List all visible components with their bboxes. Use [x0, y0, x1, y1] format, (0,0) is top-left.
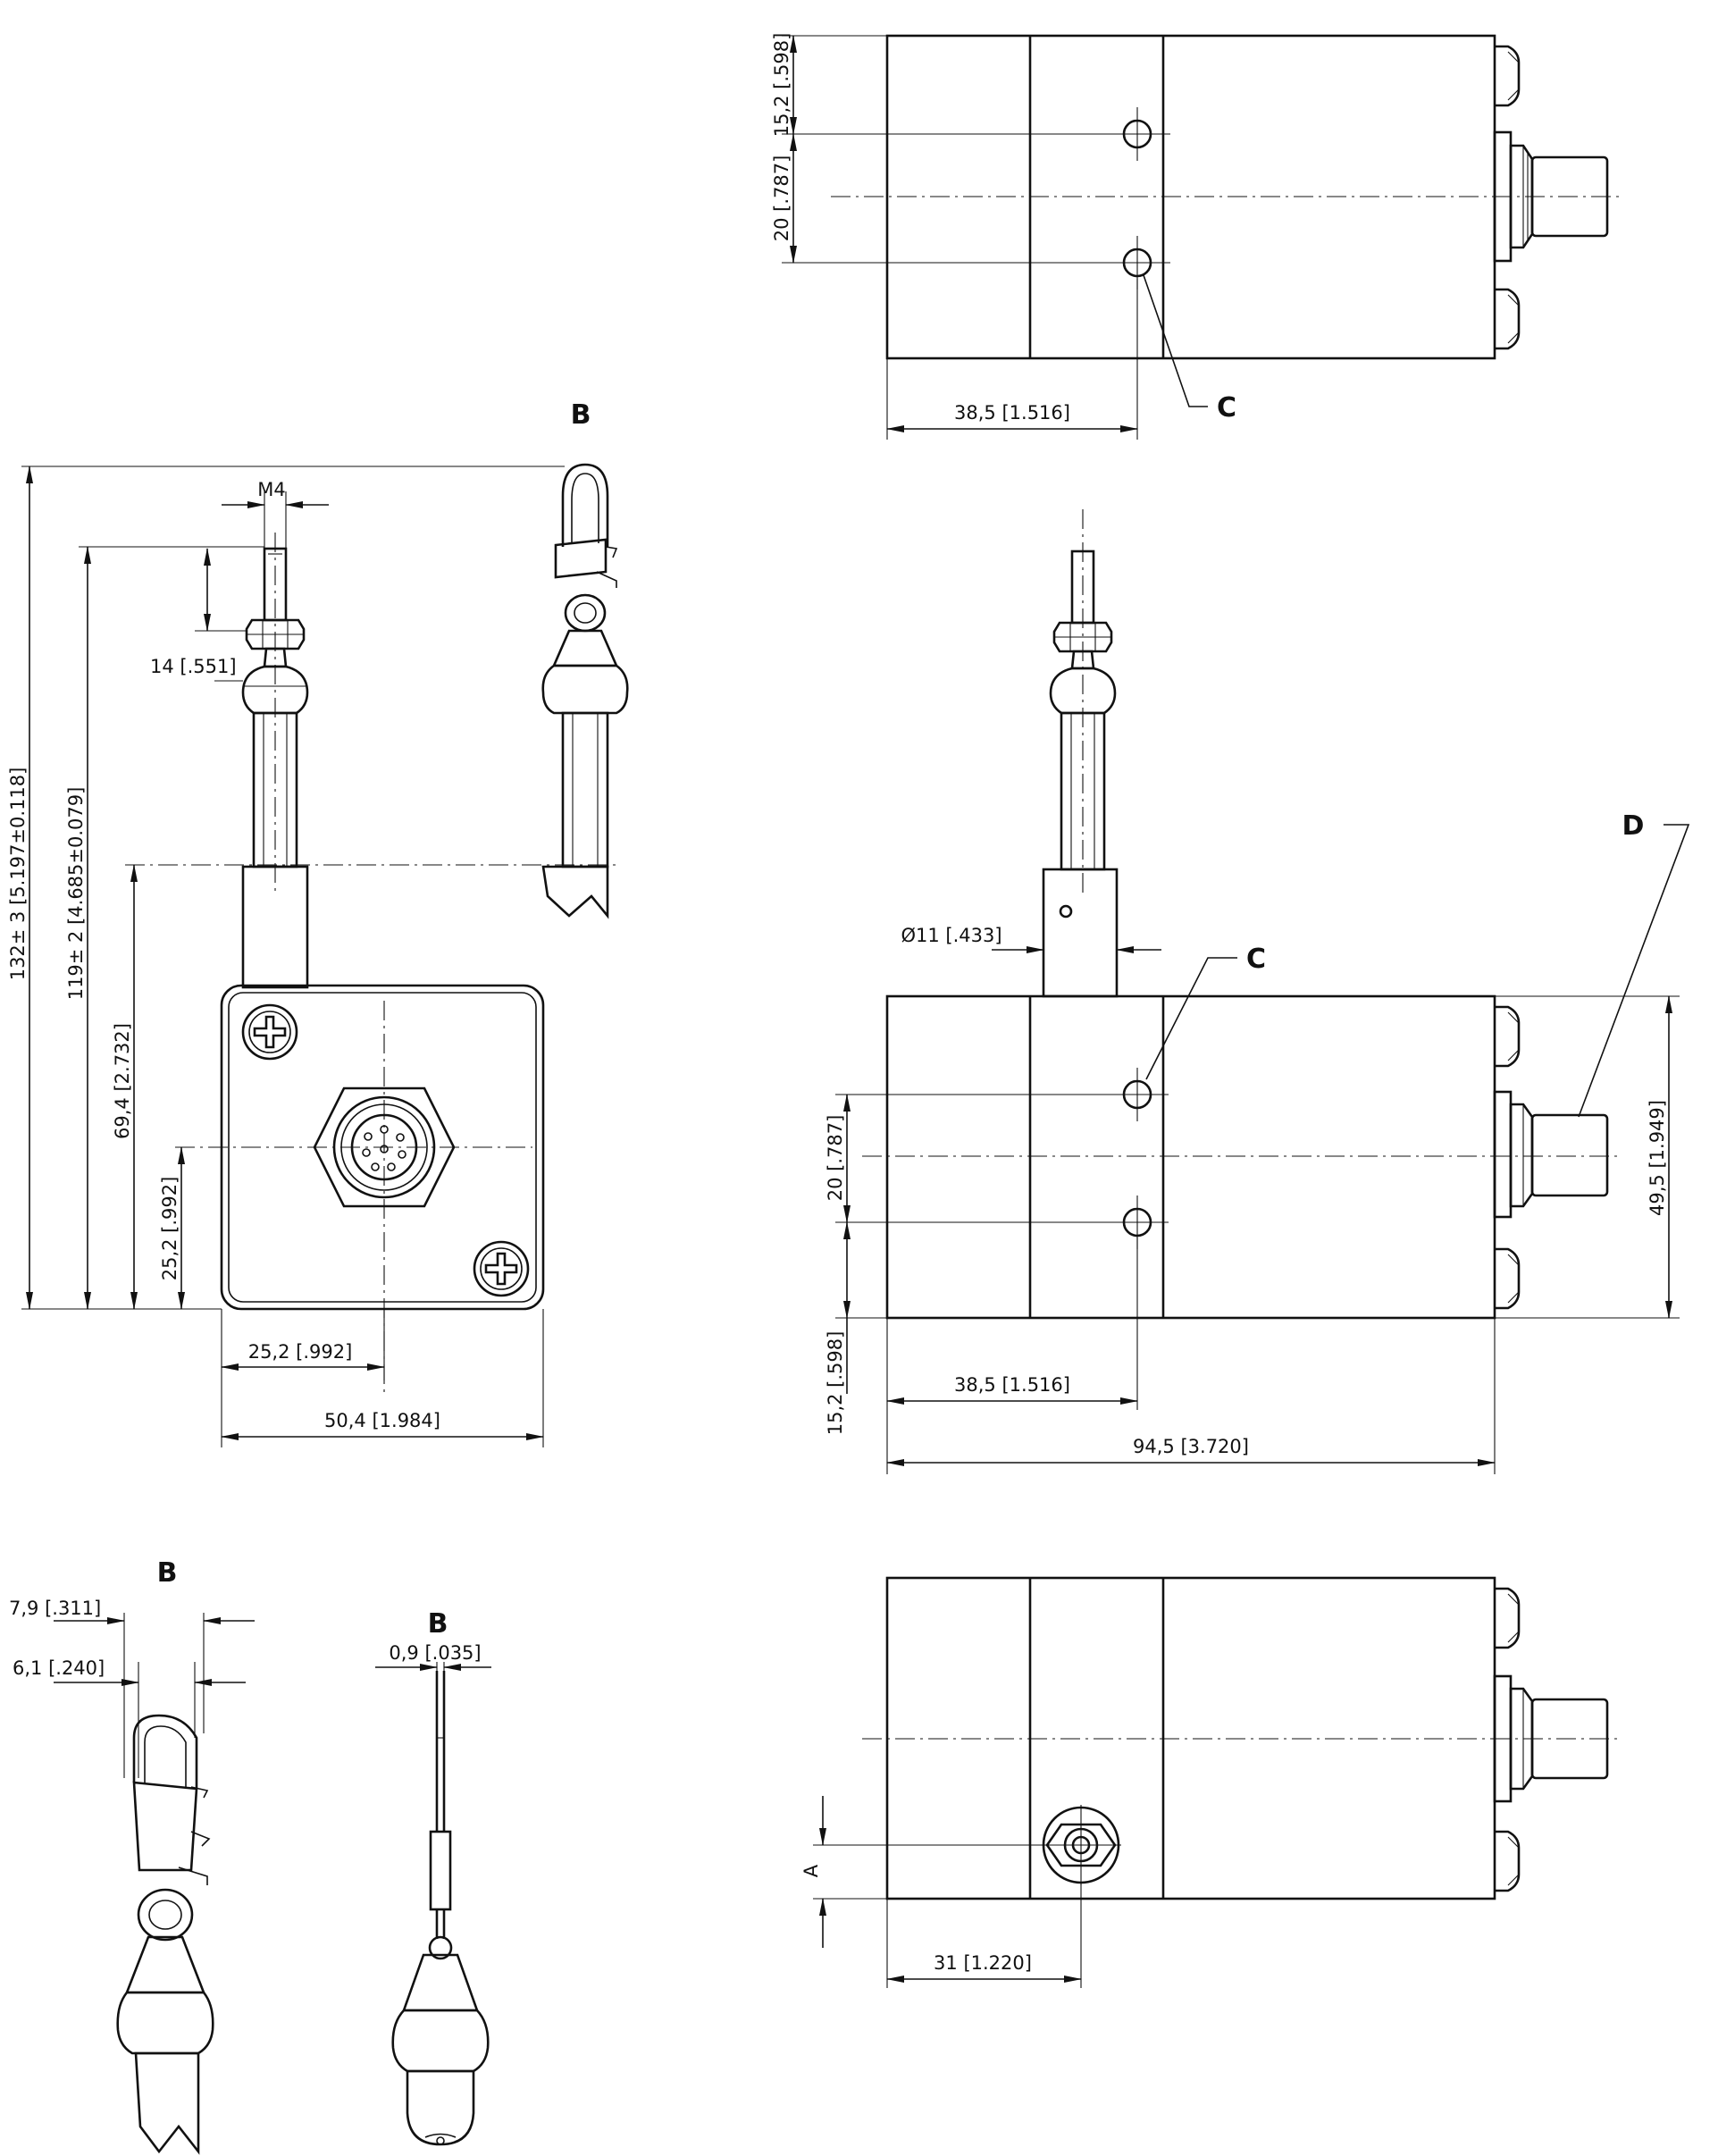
dim-25-2-vertical: 25,2 [.992]: [159, 1177, 180, 1281]
label-b-right: B: [428, 1608, 448, 1640]
dim-7-9: 7,9 [.311]: [9, 1598, 101, 1619]
dim-mid-20: 20 [.787]: [825, 1115, 846, 1202]
dim-6-1: 6,1 [.240]: [13, 1657, 105, 1679]
dim-94-5: 94,5 [3.720]: [1133, 1436, 1249, 1457]
dim-132: 132± 3 [5.197±0.118]: [7, 768, 29, 981]
top-side-view: 15,2 [.598] 20 [.787] 38,5 [1.516] C: [771, 33, 1622, 440]
detail-b-top: B: [541, 399, 629, 919]
dim-50-4: 50,4 [1.984]: [324, 1410, 440, 1431]
detail-b-left: 7,9 [.311] 6,1 [.240] B: [9, 1557, 255, 2155]
dim-top-15-2: 15,2 [.598]: [771, 33, 792, 138]
dim-a: A: [800, 1864, 822, 1877]
dim-69-4: 69,4 [2.732]: [112, 1023, 133, 1139]
dim-mid-15-2: 15,2 [.598]: [825, 1331, 846, 1436]
dim-diameter-11: Ø11 [.433]: [901, 925, 1001, 946]
dim-top-20: 20 [.787]: [771, 155, 792, 242]
front-view: M4 14 [.551] 132± 3 [5.197±0.118] 119± 2…: [7, 466, 616, 1447]
dim-14: 14 [.551]: [150, 656, 237, 677]
middle-side-view: Ø11 [.433] 20 [.787] 15,2 [.598] 49,5 [1…: [825, 509, 1690, 1474]
dim-25-2-horizontal: 25,2 [.992]: [248, 1341, 353, 1363]
dim-mid-38-5: 38,5 [1.516]: [954, 1374, 1070, 1396]
dim-m4: M4: [257, 479, 285, 500]
dim-31: 31 [1.220]: [934, 1952, 1032, 1974]
bottom-side-view: A 31 [1.220]: [800, 1576, 1622, 1988]
label-c-mid: C: [1246, 944, 1266, 975]
dim-119: 119± 2 [4.685±0.079]: [65, 787, 87, 1001]
label-b-top: B: [571, 399, 591, 431]
label-b-left: B: [157, 1557, 178, 1589]
dim-top-38-5: 38,5 [1.516]: [954, 402, 1070, 424]
detail-b-right: 0,9 [.035] B: [375, 1608, 491, 2146]
label-c-top: C: [1217, 392, 1236, 424]
label-d-mid: D: [1622, 810, 1645, 842]
dim-49-5: 49,5 [1.949]: [1647, 1100, 1668, 1216]
dim-0-9: 0,9 [.035]: [389, 1642, 481, 1664]
